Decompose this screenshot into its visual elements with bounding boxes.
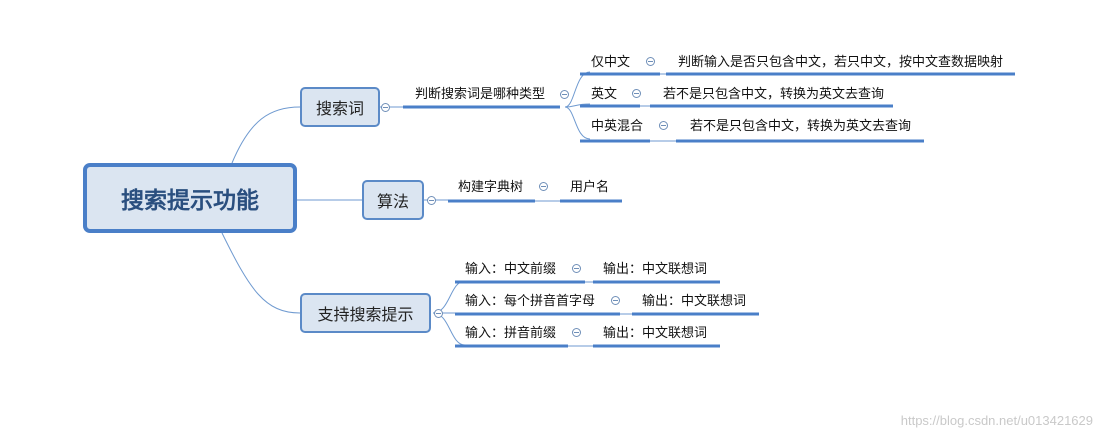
branch-algorithm-label: 算法: [376, 192, 409, 211]
detail-output-2[interactable]: 输出：中文联想词: [642, 294, 747, 309]
root-topic-label: 搜索提示功能: [121, 188, 259, 214]
child-chinese-only[interactable]: 仅中文: [591, 55, 631, 70]
root-topic[interactable]: 搜索提示功能: [83, 163, 297, 233]
collapse-icon[interactable]: [381, 103, 390, 112]
detail-username[interactable]: 用户名: [570, 180, 610, 195]
collapse-icon[interactable]: [434, 309, 443, 318]
child-build-trie[interactable]: 构建字典树: [458, 180, 524, 195]
child-input-chinese-prefix[interactable]: 输入：中文前缀: [465, 262, 557, 277]
detail-output-3[interactable]: 输出：中文联想词: [603, 326, 708, 341]
collapse-icon[interactable]: [560, 90, 569, 99]
collapse-icon[interactable]: [572, 264, 581, 273]
collapse-icon[interactable]: [539, 182, 548, 191]
child-mixed[interactable]: 中英混合: [591, 119, 644, 134]
collapse-icon[interactable]: [646, 57, 655, 66]
branch-search-term[interactable]: 搜索词: [300, 87, 380, 127]
child-input-pinyin-prefix[interactable]: 输入：拼音前缀: [465, 326, 557, 341]
detail-chinese-only[interactable]: 判断输入是否只包含中文，若只中文，按中文查数据映射: [678, 55, 1004, 70]
collapse-icon[interactable]: [659, 121, 668, 130]
child-english[interactable]: 英文: [591, 87, 618, 102]
detail-english[interactable]: 若不是只包含中文，转换为英文去查询: [663, 87, 885, 102]
branch-search-suggest[interactable]: 支持搜索提示: [300, 293, 431, 333]
collapse-icon[interactable]: [632, 89, 641, 98]
detail-mixed[interactable]: 若不是只包含中文，转换为英文去查询: [690, 119, 912, 134]
collapse-icon[interactable]: [572, 328, 581, 337]
branch-algorithm[interactable]: 算法: [362, 180, 424, 220]
search-term-type-label[interactable]: 判断搜索词是哪种类型: [415, 87, 546, 102]
watermark: https://blog.csdn.net/u013421629: [900, 413, 1093, 428]
collapse-icon[interactable]: [427, 196, 436, 205]
detail-output-1[interactable]: 输出：中文联想词: [603, 262, 708, 277]
branch-search-term-label: 搜索词: [315, 99, 364, 118]
child-input-pinyin-initials[interactable]: 输入：每个拼音首字母: [465, 294, 596, 309]
collapse-icon[interactable]: [611, 296, 620, 305]
branch-search-suggest-label: 支持搜索提示: [317, 305, 414, 324]
